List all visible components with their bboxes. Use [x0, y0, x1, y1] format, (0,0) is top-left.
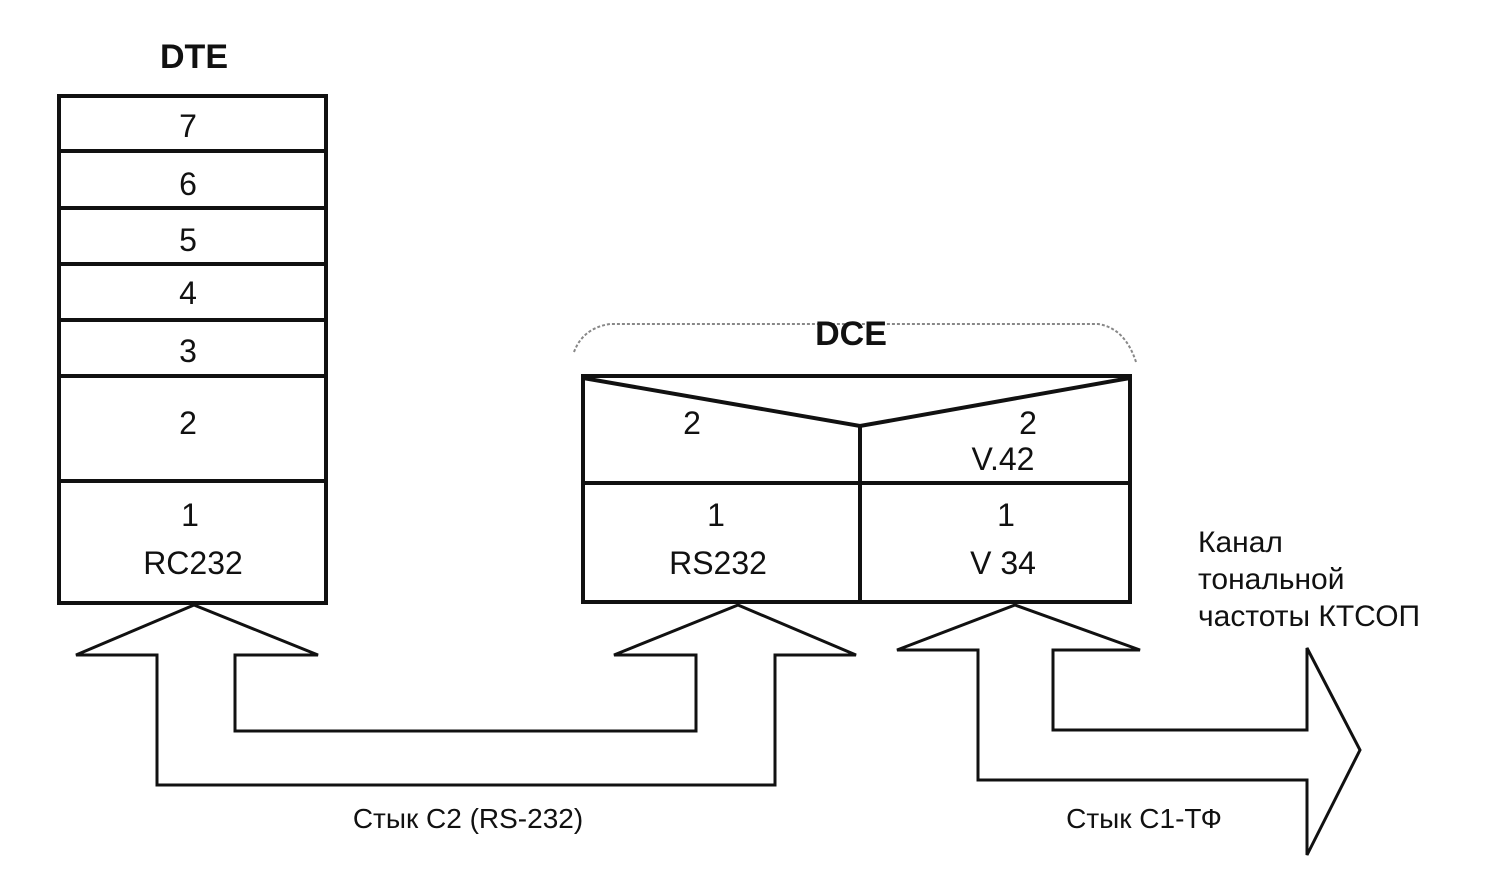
- dce-left-layer-1-number: 1: [707, 497, 725, 533]
- dte-outline: [57, 94, 328, 605]
- dte-stack: [57, 94, 328, 605]
- dce-v-divider: [582, 376, 1131, 429]
- interface-c1-arrow: [896, 603, 1362, 856]
- dce-right-layer-1-number: 1: [997, 497, 1015, 533]
- dte-title: DTE: [160, 38, 228, 76]
- dce-right-layer-1-protocol: V 34: [970, 545, 1036, 581]
- dte-layer-1-number: 1: [181, 497, 199, 533]
- dte-layer-3: 3: [179, 333, 197, 369]
- dte-layer-5: 5: [179, 222, 197, 258]
- channel-label-line-1: Канал: [1198, 526, 1283, 559]
- dte-layer-4: 4: [179, 275, 197, 311]
- dce-left-layer-1-protocol: RS232: [669, 545, 767, 581]
- channel-label-line-2: тональной: [1198, 563, 1344, 596]
- dce-bracket: [573, 323, 1137, 363]
- interface-c1-label: Стык С1-ТФ: [1066, 803, 1222, 834]
- channel-label-line-3: частоты КТСОП: [1198, 600, 1420, 633]
- dte-layer-7: 7: [179, 108, 197, 144]
- interface-c2-arrow: [75, 603, 857, 787]
- dce-title: DCE: [815, 315, 887, 353]
- dte-layer-1-protocol: RC232: [143, 545, 243, 581]
- dce-right-layer-2: 2: [1019, 405, 1037, 441]
- dce-right-layer-2-protocol: V.42: [972, 441, 1035, 477]
- interface-c2-label: Стык С2 (RS-232): [353, 803, 583, 834]
- dce-outline: [581, 374, 1132, 604]
- dte-layer-2: 2: [179, 405, 197, 441]
- dte-layer-6: 6: [179, 166, 197, 202]
- dce-box: [581, 374, 1132, 604]
- dce-left-layer-2: 2: [683, 405, 701, 441]
